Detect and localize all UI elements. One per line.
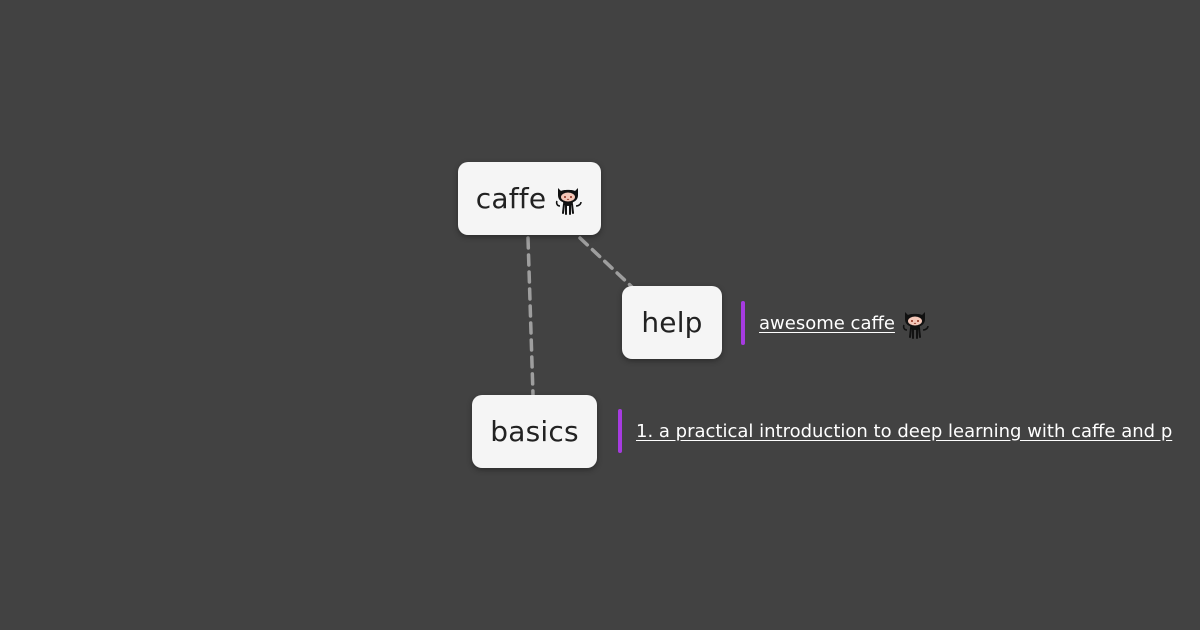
node-help[interactable]: help	[622, 286, 722, 359]
node-basics-label: basics	[490, 415, 579, 448]
note-accent-bar	[618, 409, 622, 453]
note-basics: 1. a practical introduction to deep lear…	[618, 409, 1172, 453]
note-accent-bar	[741, 301, 745, 345]
node-caffe[interactable]: caffe	[458, 162, 601, 235]
note-help: awesome caffe	[741, 301, 931, 345]
node-basics[interactable]: basics	[472, 395, 597, 468]
connector-caffe-basics	[526, 236, 535, 397]
node-caffe-label: caffe	[475, 182, 547, 215]
link-awesome-caffe[interactable]: awesome caffe	[759, 312, 895, 334]
connector-caffe-help	[578, 236, 634, 289]
github-octocat-icon	[902, 312, 929, 339]
node-help-label: help	[641, 306, 703, 339]
link-practical-introduction[interactable]: 1. a practical introduction to deep lear…	[636, 420, 1173, 442]
github-octocat-icon	[556, 187, 582, 215]
